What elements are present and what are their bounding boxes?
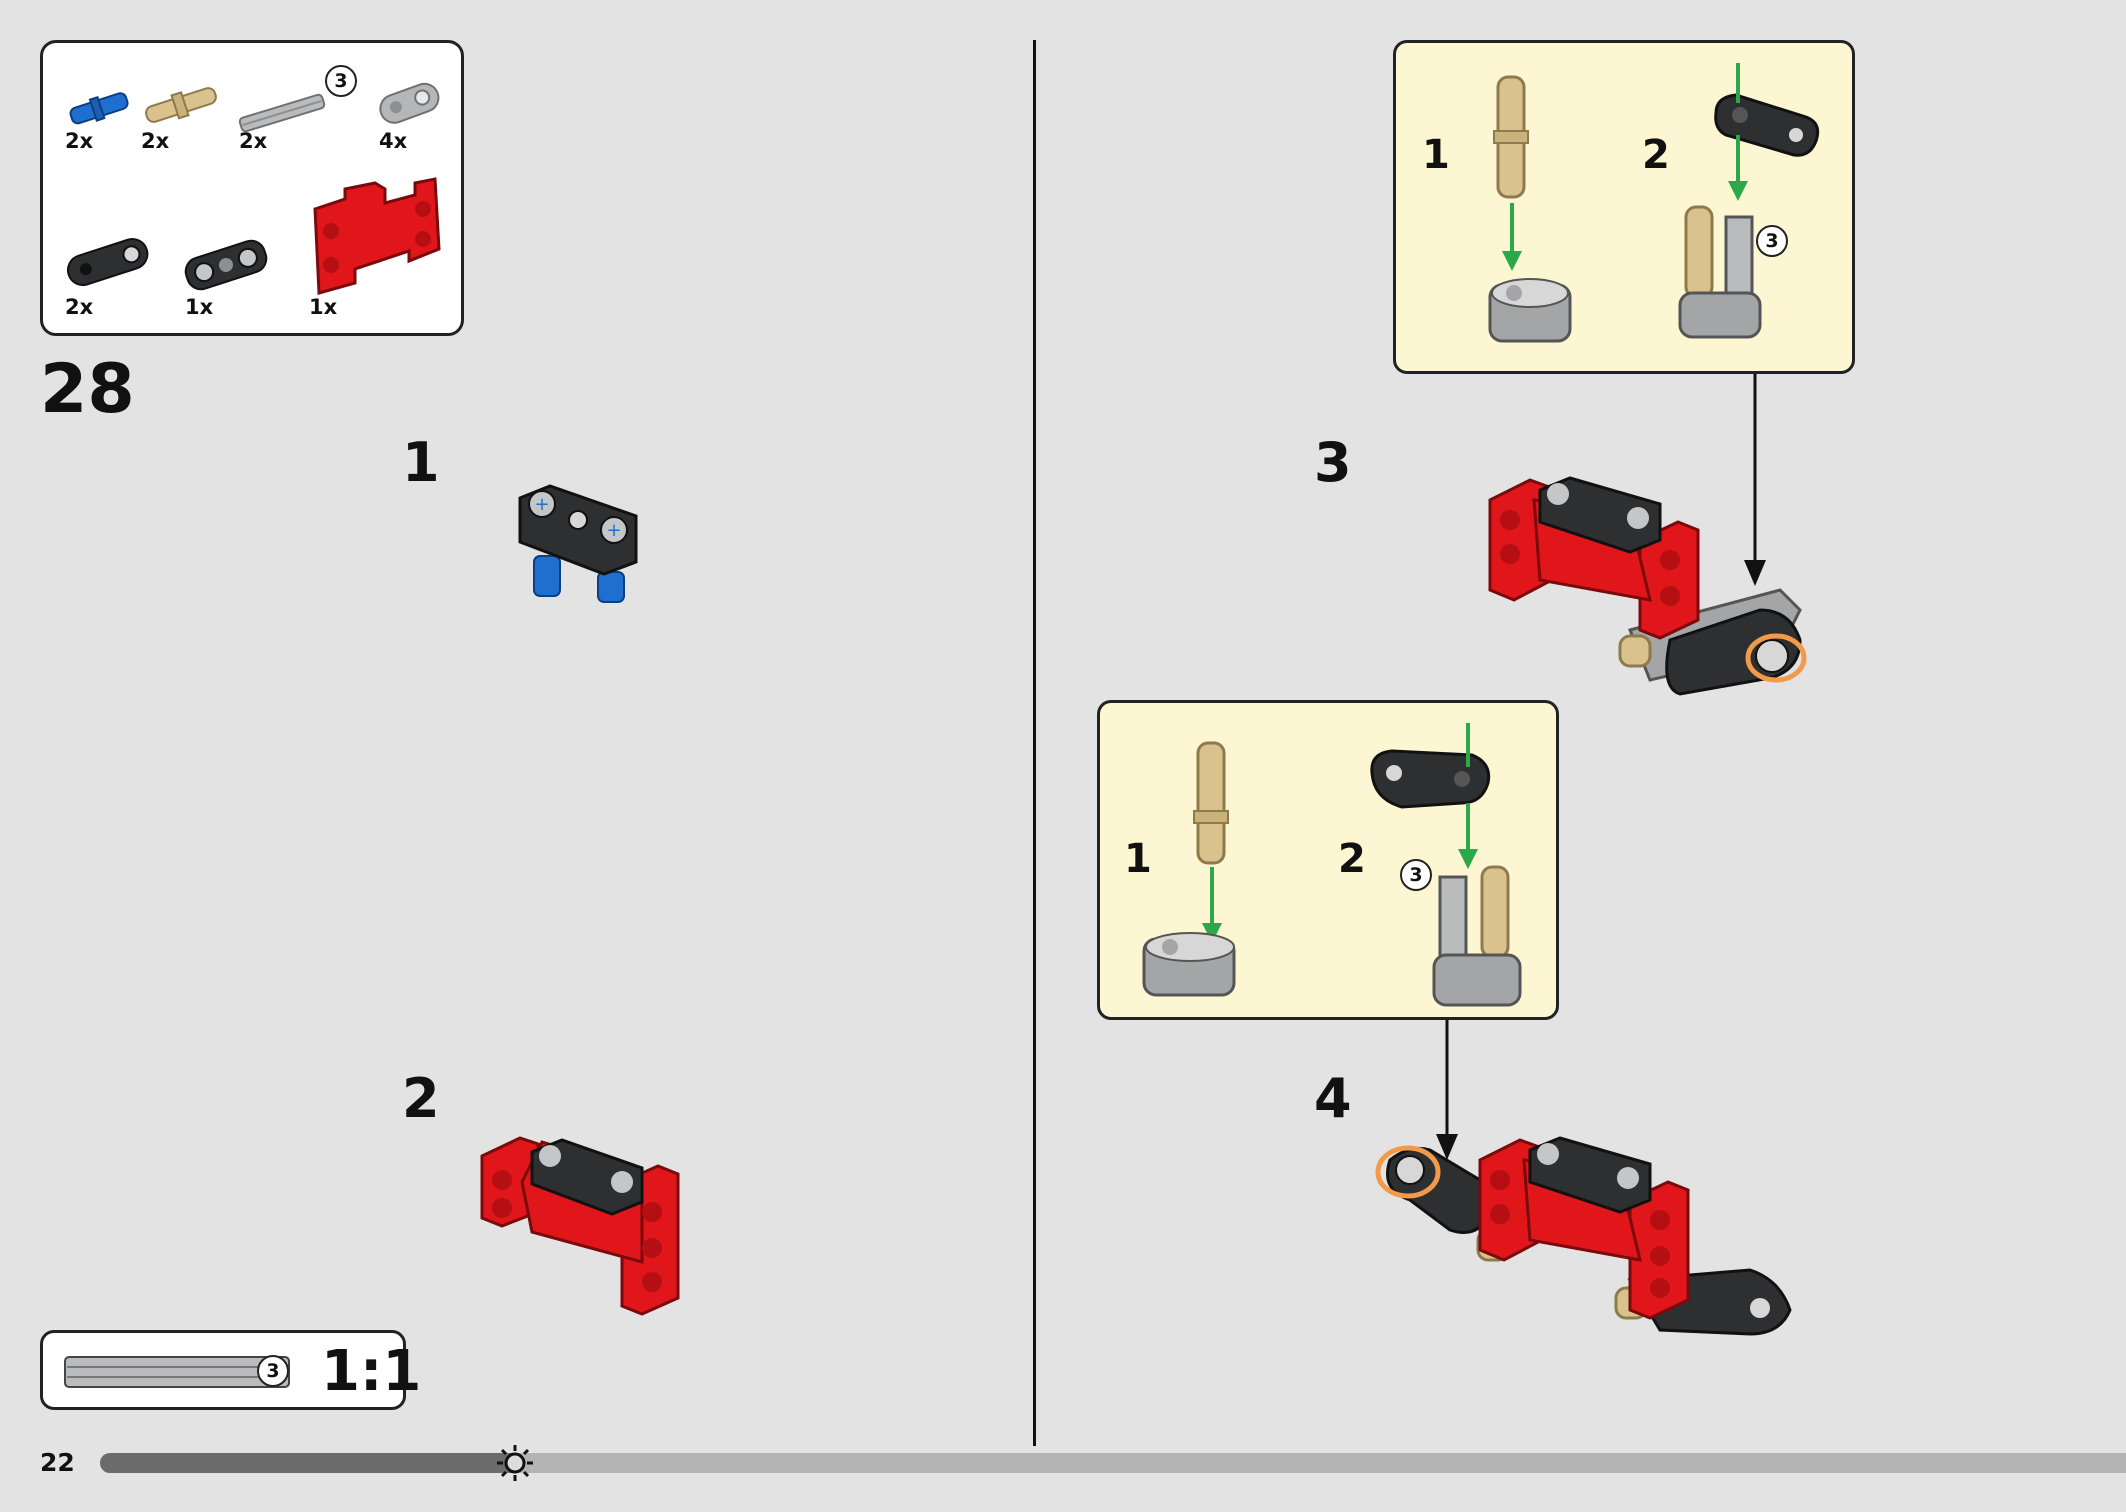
svg-text:+: +: [606, 520, 621, 541]
black-liftarm-icon: [66, 238, 149, 287]
callout-1-axle-assembly-icon: [1678, 205, 1762, 339]
callout-1-arrow-green: [1502, 203, 1522, 271]
callout-1-arrow-green-2: [1728, 63, 1748, 201]
callout-box-2: 1 2 3: [1097, 700, 1559, 1020]
grey-liftarm-icon: [379, 82, 440, 124]
callout-2-black-liftarm-icon: [1370, 749, 1491, 809]
scale-axle-size-badge: 3: [257, 1355, 289, 1387]
axle-scale-icon: [64, 1356, 290, 1388]
progress-bar-track: [100, 1445, 2126, 1481]
qty-black-liftarm: 2x: [65, 295, 94, 319]
callout-1-step-b: 2: [1642, 132, 1670, 178]
qty-red-frame: 1x: [309, 295, 338, 319]
callout-2-tan-pin-icon: [1193, 741, 1229, 865]
qty-blue-axle-pin: 2x: [65, 129, 94, 153]
sub-step-4-assembly: [1375, 1136, 1792, 1336]
callout-1-connector-arrow: [1744, 374, 1766, 586]
callout-1-tan-pin-icon: [1493, 75, 1529, 199]
callout-1-grey-liftarm-icon: [1488, 278, 1572, 343]
black-double-beam-icon: [184, 239, 268, 291]
parts-list-box: 2x 2x 3 2x 4x 2x: [40, 40, 464, 336]
callout-2-arrow-green: [1202, 867, 1222, 943]
sub-step-3-number: 3: [1314, 431, 1352, 494]
callout-2-step-b: 2: [1338, 836, 1366, 882]
callout-1-step-a: 1: [1422, 132, 1450, 178]
sub-step-2-assembly: [480, 1136, 680, 1316]
qty-black-double-beam: 1x: [185, 295, 214, 319]
red-frame-icon: [313, 177, 441, 295]
grey-axle-icon: [238, 93, 326, 133]
callout-2-connector-arrow: [1436, 1020, 1458, 1160]
step-number: 28: [40, 350, 135, 429]
sub-step-3-assembly: [1488, 476, 1807, 696]
callout-1-black-liftarm-icon: [1714, 93, 1820, 157]
tan-pin-icon: [145, 87, 217, 123]
qty-grey-liftarm: 4x: [379, 129, 408, 153]
callout-2-arrow-green-2: [1458, 723, 1478, 869]
callout-box-1: 1 2 3: [1393, 40, 1855, 374]
sub-step-1-number: 1: [402, 431, 440, 494]
blue-axle-pin-icon: [69, 92, 129, 125]
progress-bar-fill: [100, 1453, 516, 1473]
qty-grey-axle: 2x: [239, 129, 268, 153]
sub-step-4-number: 4: [1314, 1067, 1352, 1130]
callout-2-grey-liftarm-icon: [1142, 932, 1236, 997]
callout-2-axle-assembly-icon: [1432, 865, 1522, 1007]
page-number: 22: [40, 1448, 75, 1477]
qty-tan-pin: 2x: [141, 129, 170, 153]
scale-label: 1:1: [321, 1339, 422, 1404]
callout-2-axle-size-badge: 3: [1400, 859, 1432, 891]
scale-box: 3 1:1: [40, 1330, 421, 1410]
callout-1-axle-size-badge: 3: [1756, 225, 1788, 257]
axle-size-badge: 3: [325, 65, 357, 97]
callout-2-step-a: 1: [1124, 836, 1152, 882]
progress-marker-icon: [497, 1445, 534, 1481]
svg-text:+: +: [534, 494, 549, 515]
page-divider: [1033, 40, 1036, 1446]
sub-step-1-assembly: + +: [518, 484, 638, 603]
sub-step-2-number: 2: [402, 1067, 440, 1130]
